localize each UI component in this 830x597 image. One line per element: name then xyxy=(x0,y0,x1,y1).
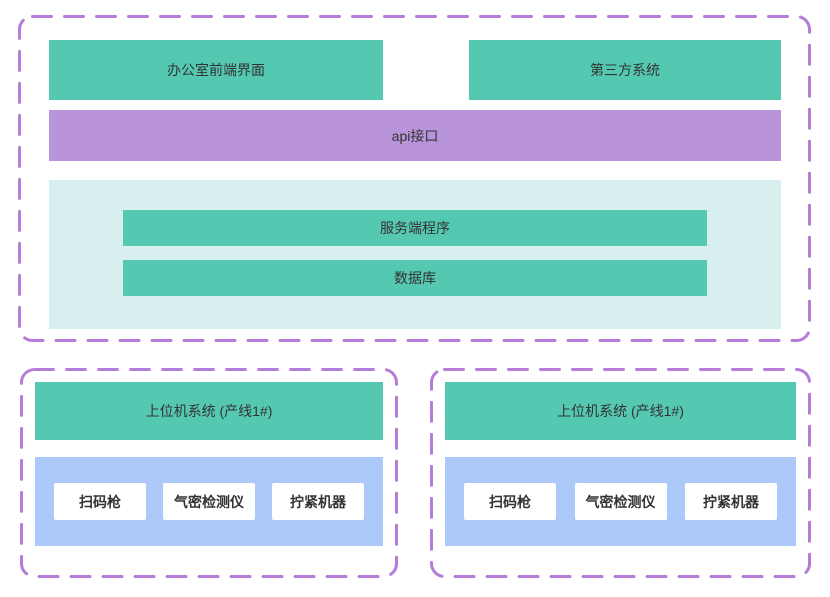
device-container: 扫码枪 气密检测仪 拧紧机器 xyxy=(35,457,383,546)
third-party-system-box: 第三方系统 xyxy=(469,40,781,100)
tightening-machine-box: 拧紧机器 xyxy=(272,483,364,520)
office-frontend-box: 办公室前端界面 xyxy=(49,40,383,100)
barcode-scanner-box: 扫码枪 xyxy=(54,483,146,520)
barcode-scanner-box: 扫码枪 xyxy=(464,483,556,520)
host-computer-system-box: 上位机系统 (产线1#) xyxy=(445,382,796,440)
frontend-row: 办公室前端界面 第三方系统 xyxy=(49,40,781,100)
production-line-section-1: 上位机系统 (产线1#) 扫码枪 气密检测仪 拧紧机器 xyxy=(20,368,398,578)
platform-section: 办公室前端界面 第三方系统 api接口 服务端程序 数据库 xyxy=(18,15,811,342)
device-container: 扫码枪 气密检测仪 拧紧机器 xyxy=(445,457,796,546)
airtight-detector-box: 气密检测仪 xyxy=(163,483,255,520)
tightening-machine-box: 拧紧机器 xyxy=(685,483,777,520)
airtight-detector-box: 气密检测仪 xyxy=(574,483,667,520)
backend-container: 服务端程序 数据库 xyxy=(49,180,781,329)
api-interface-box: api接口 xyxy=(49,110,781,161)
production-line-section-2: 上位机系统 (产线1#) 扫码枪 气密检测仪 拧紧机器 xyxy=(430,368,811,578)
server-program-box: 服务端程序 xyxy=(123,210,707,246)
database-box: 数据库 xyxy=(123,260,707,296)
host-computer-system-box: 上位机系统 (产线1#) xyxy=(35,382,383,440)
